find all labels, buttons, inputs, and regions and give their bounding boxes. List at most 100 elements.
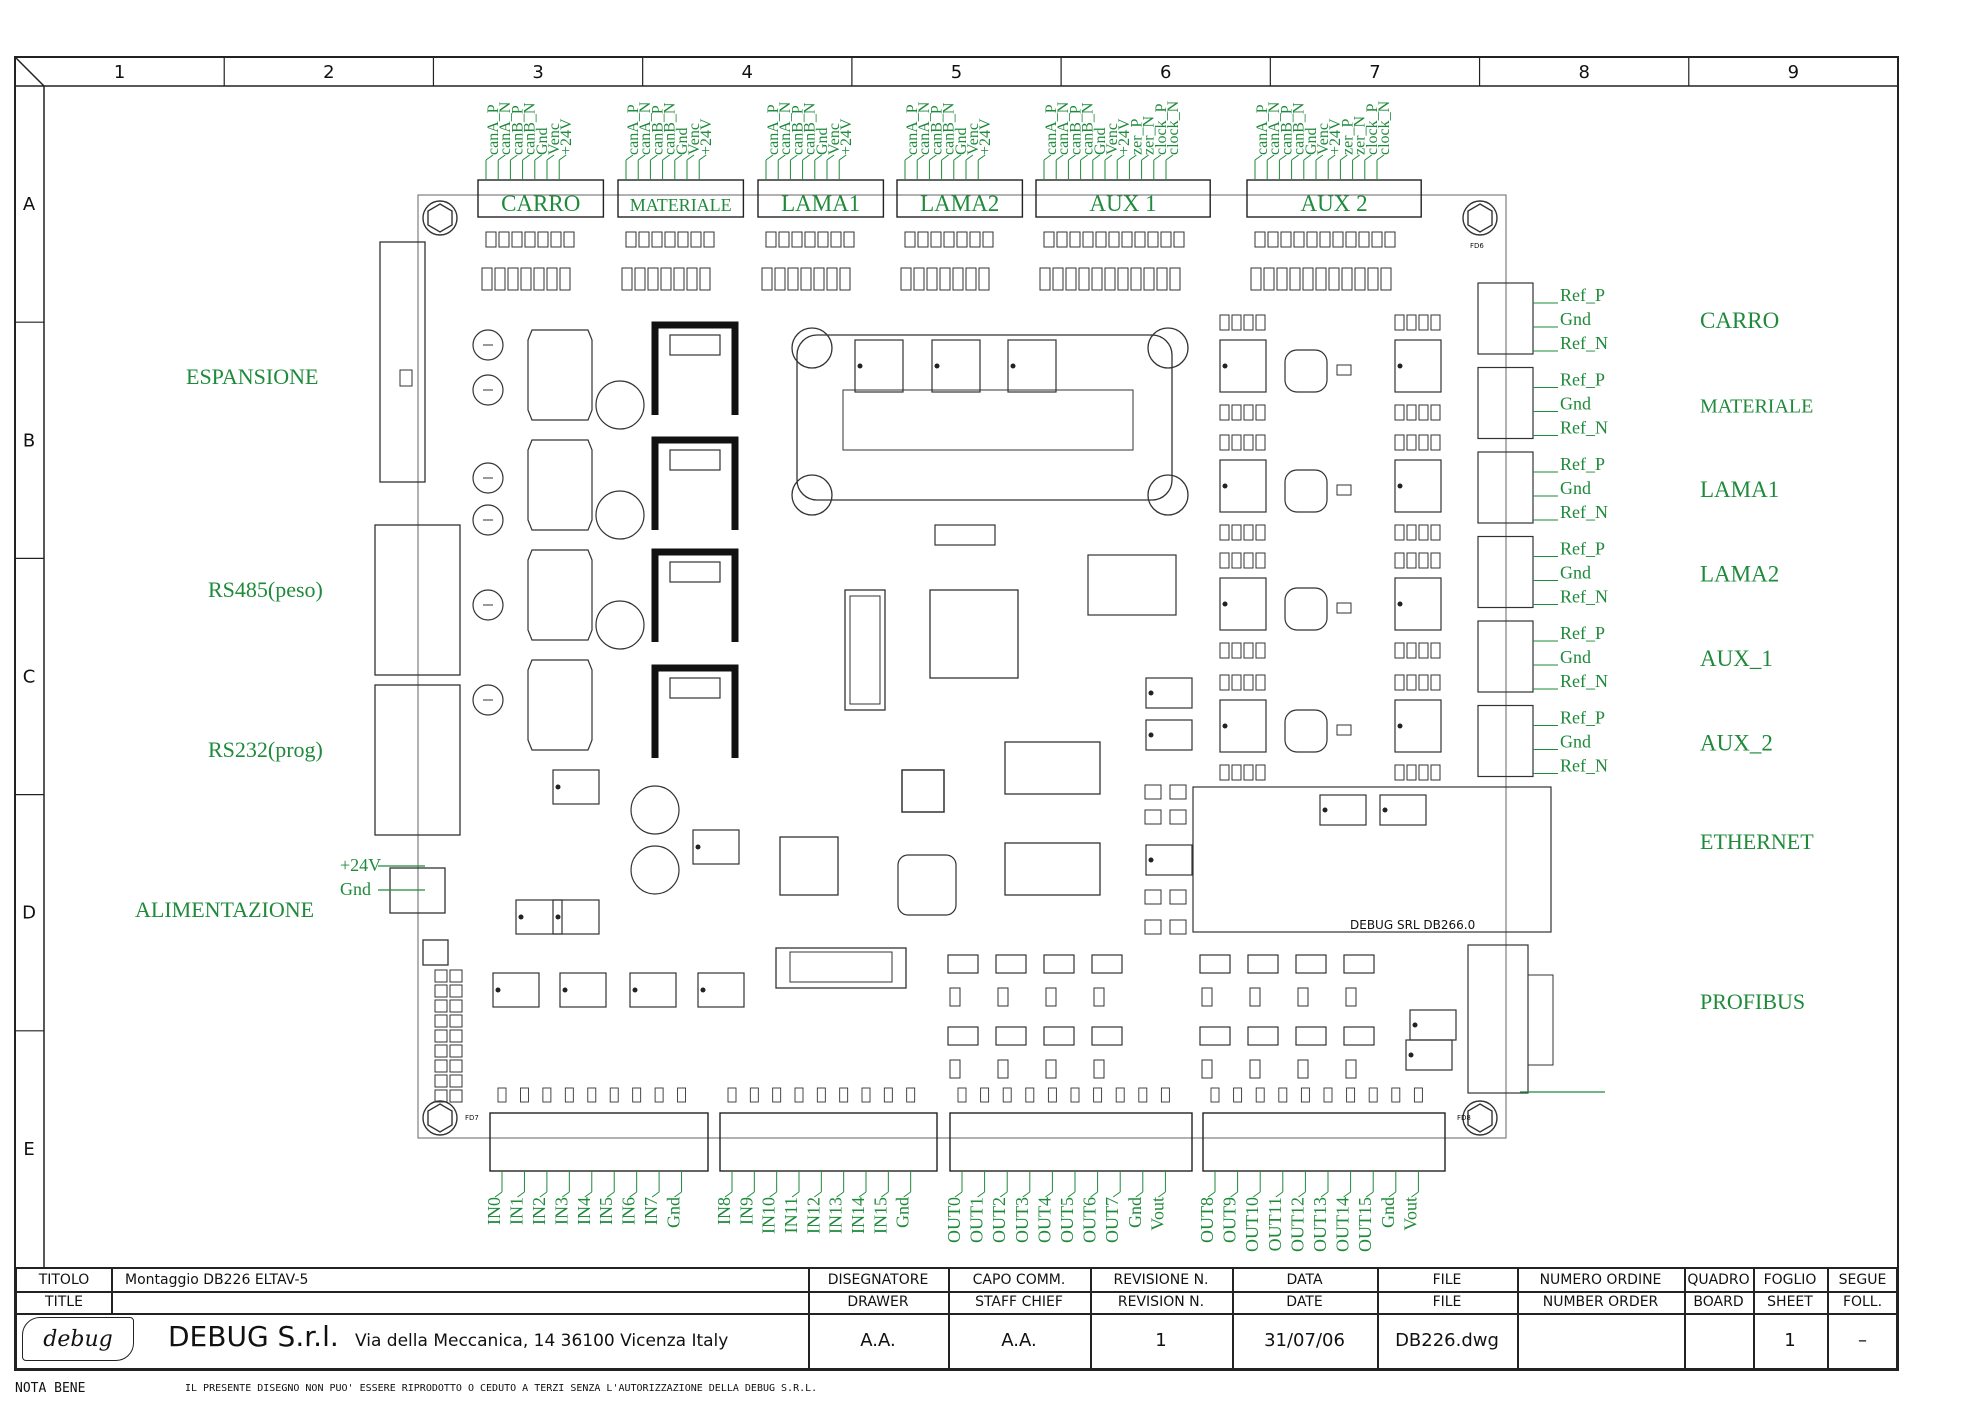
top-pin-label: zer_N [1141,115,1158,155]
tb-field-value [1684,1313,1753,1368]
bottom-pin-label: OUT15 [1355,1197,1375,1252]
top-pin-label: canB_N [1080,102,1097,155]
top-pin-label: Venc [546,123,563,155]
nota-bene-label: NOTA BENE [15,1381,86,1396]
top-pin-label: Gnd [1303,127,1320,155]
top-pin-label: +24V [977,118,994,155]
tb-field-value: 1 [1784,1330,1796,1351]
top-pin-label: canB_P [789,105,806,155]
top-pin-label: canA_P [625,104,642,155]
company-address: Via della Meccanica, 14 36100 Vicenza It… [355,1331,729,1351]
bottom-pin-label: IN8 [714,1197,734,1225]
top-pin-label: canA_P [904,104,921,155]
bottom-pin-label: IN7 [641,1197,661,1225]
pcb-components [374,231,1457,1103]
right-connector-box [1477,282,1534,355]
bottom-pin-label: OUT1 [967,1197,987,1243]
top-connector-label: CARRO [501,191,580,216]
fd6-label: FD6 [1470,242,1484,250]
bottom-pin-label: IN9 [736,1197,756,1225]
right-pin-label: Ref_P [1560,285,1605,305]
top-pin-label: canB_P [509,105,526,155]
right-connector-box [1477,704,1534,778]
top-pin-label: canB_N [941,102,958,155]
tb-field-value: – [1858,1330,1867,1351]
label-gnd-pwr: Gnd [340,879,371,899]
tb-field-it: FILE [1432,1272,1462,1288]
ethernet-block [1192,786,1552,933]
tb-field-en: FOLL. [1842,1294,1883,1310]
bottom-pin-label: OUT3 [1012,1197,1032,1243]
right-connector-label: LAMA2 [1700,562,1779,587]
top-connector-label: LAMA1 [781,191,860,216]
titolo-label: TITOLO [38,1272,90,1288]
nota-bene-text: IL PRESENTE DISEGNO NON PUO' ESSERE RIPR… [185,1383,818,1394]
top-pin-label: canB_P [649,105,666,155]
company-name: DEBUG S.r.l. [168,1320,339,1353]
top-connector-box [757,179,885,218]
top-connector-box [896,179,1024,218]
grid-col-4: 4 [742,62,753,83]
label-ethernet: ETHERNET [1700,829,1814,854]
top-connectors: CARROcanA_PcanA_NcanB_PcanB_NGndVenc+24V… [477,100,1422,218]
bottom-pin-label: OUT11 [1265,1197,1285,1251]
bottom-pin-label: OUT4 [1034,1197,1054,1243]
top-pin-label: canA_N [916,101,933,155]
bottom-connector-box [719,1112,938,1172]
top-connector-box [477,179,605,218]
grid-col-2: 2 [323,62,334,83]
sheet-frame [14,56,1899,1371]
top-pin-label: canB_N [662,102,679,155]
top-pin-label: Gnd [534,127,551,155]
fd8-label: FD8 [1457,1114,1471,1122]
top-pin-label: Venc [1104,123,1121,155]
top-pin-label: clock_P [1364,103,1381,155]
grid-col-6: 6 [1160,62,1171,83]
bottom-pin-label: OUT6 [1080,1197,1100,1243]
tb-field-value: A.A. [1001,1330,1037,1351]
right-connector-box [1477,451,1534,524]
label-24v: +24V [340,855,381,875]
right-connector-box [1477,535,1534,609]
right-connector-box [1477,620,1534,693]
right-pin-label: Gnd [1560,309,1591,329]
label-alimentazione: ALIMENTAZIONE [135,897,314,922]
tb-field-it: FOGLIO [1763,1272,1817,1288]
bottom-pin-label: OUT8 [1197,1197,1217,1243]
top-pin-label: zer_P [1128,118,1145,155]
bottom-pin-label: IN6 [619,1197,639,1225]
top-connector-label: MATERIALE [630,195,732,215]
top-pin-label: canA_P [1254,104,1271,155]
tb-field-en: NUMBER ORDER [1542,1294,1659,1310]
label-rs485: RS485(peso) [208,577,323,602]
top-pin-label: Gnd [814,127,831,155]
top-pin-label: canB_P [1278,105,1295,155]
right-pin-label: Ref_P [1560,539,1605,559]
bottom-pin-label: IN2 [529,1197,549,1225]
top-pin-label: zer_P [1339,118,1356,155]
bottom-connector-box [949,1112,1193,1172]
bottom-pin-label: Vout [1147,1197,1167,1231]
bottom-pin-label: Gnd [1125,1197,1145,1228]
grid-row-B: B [23,430,35,451]
right-pin-label: Gnd [1560,394,1591,414]
top-pin-label: zer_N [1352,115,1369,155]
tb-field-value: 31/07/06 [1264,1330,1345,1351]
tb-field-en: BOARD [1693,1294,1744,1310]
bottom-pin-label: IN5 [596,1197,616,1225]
right-connector-label: CARRO [1700,308,1779,333]
tb-field-en: DRAWER [847,1294,909,1310]
bottom-pin-label: IN4 [574,1197,594,1225]
tb-field-en: FILE [1432,1294,1462,1310]
grid-col-5: 5 [951,62,962,83]
grid-col-9: 9 [1788,62,1799,83]
right-pin-label: Gnd [1560,647,1591,667]
bottom-pin-label: OUT10 [1242,1197,1262,1252]
title-value: Montaggio DB226 ELTAV-5 [125,1272,309,1288]
right-connector-label: AUX_1 [1700,646,1773,671]
right-pin-label: Ref_P [1560,623,1605,643]
right-pin-label: Gnd [1560,563,1591,583]
